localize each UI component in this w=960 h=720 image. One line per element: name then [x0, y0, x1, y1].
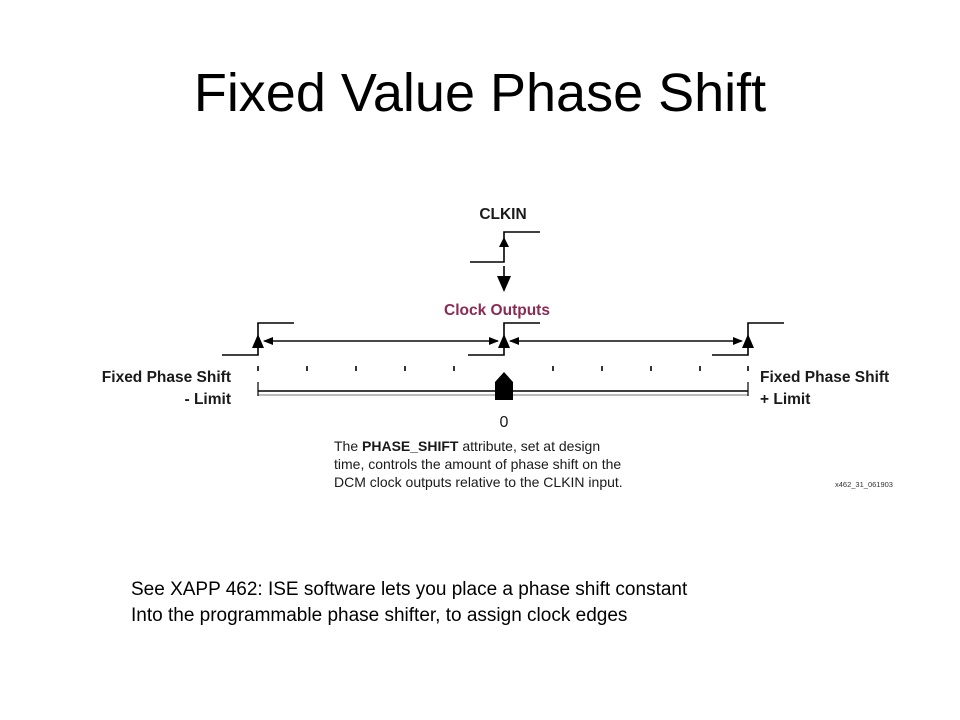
figure-id: x462_31_061903 [835, 480, 893, 489]
plus-limit-label-line1: Fixed Phase Shift [760, 369, 889, 386]
zero-label: 0 [500, 414, 509, 431]
clock-outputs-label: Clock Outputs [444, 302, 550, 319]
left-clock-waveform [222, 322, 294, 356]
clkin-down-arrow [497, 266, 511, 292]
caption-line-2: Into the programmable phase shifter, to … [131, 605, 628, 626]
caption-line-1: See XAPP 462: ISE software lets you plac… [131, 579, 688, 600]
phase-shift-note-line1: The PHASE_SHIFT attribute, set at design [334, 438, 600, 454]
minus-limit-label-line2: - Limit [185, 391, 232, 408]
clkin-waveform [470, 231, 540, 263]
slide-title: Fixed Value Phase Shift [193, 63, 767, 123]
zero-position-marker [495, 372, 513, 400]
plus-limit-label-line2: + Limit [760, 391, 810, 408]
phase-shift-note-line2: time, controls the amount of phase shift… [334, 456, 621, 472]
minus-limit-label-line1: Fixed Phase Shift [102, 369, 231, 386]
slide-caption: See XAPP 462: ISE software lets you plac… [131, 577, 911, 629]
clkin-label: CLKIN [479, 206, 526, 223]
center-clock-waveform [468, 322, 540, 356]
phase-shift-note-line3: DCM clock outputs relative to the CLKIN … [334, 474, 623, 490]
right-clock-waveform [712, 322, 784, 356]
phase-tick-marks [257, 366, 749, 371]
